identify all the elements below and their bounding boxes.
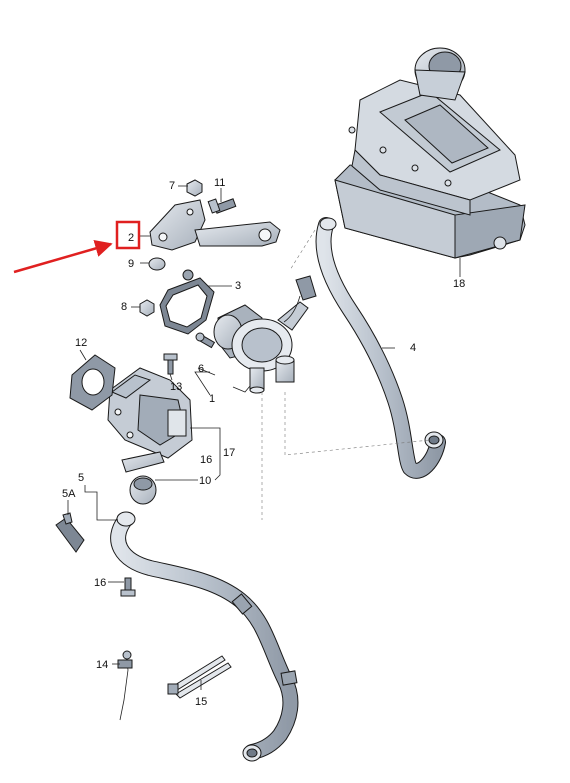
clamp-14 (117, 650, 133, 721)
callout-10: 10 (199, 475, 211, 487)
callout-18: 18 (453, 278, 465, 290)
callout-labels: 1 2 3 4 5 5A 6 7 8 9 10 11 12 13 14 15 1… (62, 177, 465, 708)
gasket-3 (159, 269, 215, 335)
highlight-box (115, 220, 141, 250)
nut-9 (148, 257, 166, 271)
callout-9: 9 (128, 258, 134, 270)
callout-13: 13 (170, 381, 182, 393)
callout-12: 12 (75, 337, 87, 349)
sensor-5a (55, 512, 85, 553)
callout-5a: 5A (62, 488, 76, 500)
bolt-16 (120, 577, 136, 597)
callout-16-lower: 16 (94, 577, 106, 589)
callout-17: 17 (223, 447, 235, 459)
nut-7 (186, 179, 203, 197)
flange-10 (121, 451, 165, 505)
callout-2: 2 (128, 232, 134, 244)
vacuum-hose-lower (110, 511, 299, 762)
callout-5: 5 (78, 472, 84, 484)
bolt-11 (207, 198, 237, 214)
callout-11: 11 (214, 177, 225, 189)
vacuum-hose-right (315, 217, 446, 479)
nut-8 (139, 299, 155, 317)
callout-7: 7 (169, 180, 175, 192)
leader-lines (67, 185, 461, 690)
callout-3: 3 (235, 280, 241, 292)
callout-4: 4 (410, 342, 416, 354)
screw-6 (195, 332, 216, 349)
vacuum-pump (213, 275, 317, 394)
highlight-arrow (13, 239, 113, 274)
callout-15: 15 (195, 696, 207, 708)
highlight-marker (13, 220, 141, 274)
callout-16-upper: 16 (200, 454, 212, 466)
callout-8: 8 (121, 301, 127, 313)
egr-valve (107, 367, 193, 459)
callout-1: 1 (209, 393, 215, 405)
bracket (149, 199, 281, 251)
air-filter-housing (334, 47, 526, 259)
callout-6: 6 (198, 363, 204, 375)
gasket-12 (69, 354, 116, 411)
cable-ties-15 (167, 655, 232, 699)
callout-14: 14 (96, 659, 108, 671)
bolt-13 (163, 353, 178, 375)
